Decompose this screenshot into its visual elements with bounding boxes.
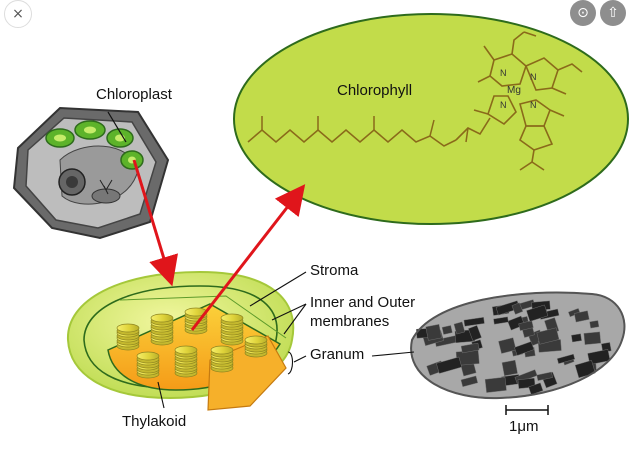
electron-micrograph (410, 291, 626, 400)
granum-leader-line (293, 355, 307, 363)
granum-bracket (287, 351, 294, 375)
share-icon[interactable]: ⇧ (600, 0, 626, 26)
granum-stack (210, 345, 234, 373)
leader-lines (157, 271, 415, 409)
micrograph-leader-line (371, 351, 415, 357)
granum-stack (174, 345, 198, 378)
chlorophyll-label: Chlorophyll (337, 82, 413, 99)
porphyrin-ring (473, 31, 583, 171)
outer-membrane-leader-line (271, 303, 307, 321)
phytol-tail (247, 128, 457, 147)
membranes-label-line1: Inner and Outer (310, 294, 416, 311)
inner-membrane-leader-line (283, 303, 307, 335)
stroma-leader-line (249, 271, 307, 307)
thylakoid-leader-line (157, 381, 165, 409)
close-icon[interactable]: × (4, 0, 32, 28)
nitrogen-label: N (530, 72, 537, 82)
granum-stack (184, 307, 208, 335)
arrow-granum-to-chlorophyll (190, 184, 306, 331)
thylakoid-label: Thylakoid (122, 413, 187, 430)
scale-bar-label: 1μm (509, 418, 539, 435)
membranes-label-line2: membranes (310, 313, 390, 330)
arrow-cell-to-chloroplast (132, 159, 178, 287)
nitrogen-label: N (530, 100, 537, 110)
granum-stack (150, 313, 174, 346)
granum-stack (116, 323, 140, 351)
nitrogen-label: N (500, 68, 507, 78)
stroma-label: Stroma (310, 262, 359, 279)
nitrogen-label: N (500, 100, 507, 110)
chloroplast-label: Chloroplast (96, 86, 172, 103)
plant-cell-illustration (12, 106, 170, 240)
magnesium-label: Mg (507, 85, 521, 96)
granum-label: Granum (310, 346, 365, 363)
chlorophyll-panel: N N N N Mg (233, 13, 629, 225)
scale-bar (505, 405, 549, 415)
granum-stack (244, 335, 268, 358)
granum-stack (136, 351, 160, 379)
granum-stack (220, 313, 244, 346)
chloroplast-leader-line (107, 111, 127, 143)
lens-search-icon[interactable]: ⊙ (570, 0, 596, 26)
